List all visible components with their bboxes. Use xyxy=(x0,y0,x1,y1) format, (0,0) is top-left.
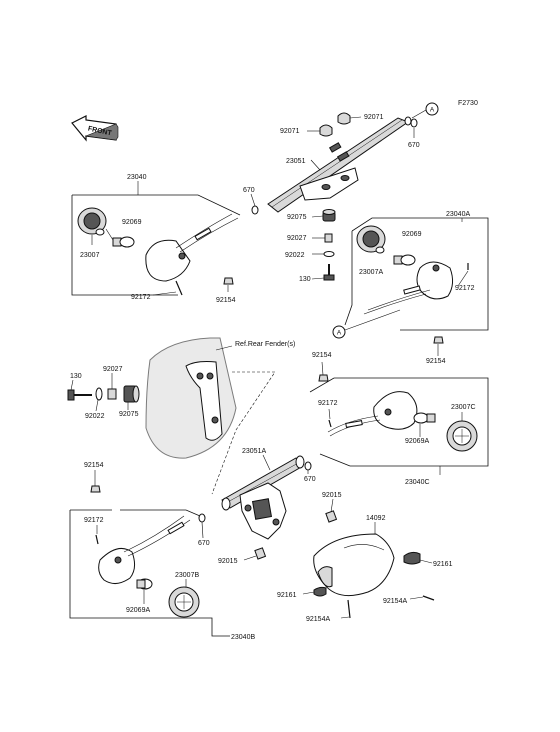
grommet-92161-right xyxy=(403,551,421,565)
label-92015-top: 92015 xyxy=(322,492,342,499)
screw-92154a-right xyxy=(422,595,435,601)
label-92027-mid: 92027 xyxy=(103,366,123,373)
label-92154-left: 92154 xyxy=(216,297,236,304)
front-arrow-icon: FRONT xyxy=(71,115,119,142)
housing-23040a xyxy=(363,261,454,315)
label-92069-a: 92069 xyxy=(402,231,422,238)
label-14092: 14092 xyxy=(366,515,386,522)
label-23051A: 23051A xyxy=(242,448,266,455)
svg-text:A: A xyxy=(337,330,342,337)
label-92069: 92069 xyxy=(122,219,142,226)
label-670-low: 670 xyxy=(198,540,210,547)
reference-note: Ref.Rear Fender(s) xyxy=(235,341,295,348)
grommet-92161-low xyxy=(313,586,327,597)
collar-92027-top xyxy=(324,233,333,243)
bulb-92069 xyxy=(112,236,135,248)
label-670-left: 670 xyxy=(243,187,255,194)
svg-text:A: A xyxy=(430,107,435,114)
bolt-130-top xyxy=(323,264,335,281)
cover-14092 xyxy=(313,533,395,597)
label-92154-low: 92154 xyxy=(84,462,104,469)
label-130-mid: 130 xyxy=(70,373,82,380)
collar-92027-mid xyxy=(107,388,117,400)
group-box-23040B xyxy=(69,510,230,637)
collar-670-top xyxy=(410,118,418,128)
ref-marker-a-mid: A xyxy=(332,325,346,339)
label-23007A: 23007A xyxy=(359,269,383,276)
screw-92172-c xyxy=(328,419,332,428)
label-92154-mid: 92154 xyxy=(312,352,332,359)
damper-92075-top xyxy=(322,209,336,222)
collar-670-left xyxy=(251,205,259,215)
label-92172-c: 92172 xyxy=(318,400,338,407)
label-23040A: 23040A xyxy=(446,211,470,218)
label-92172-b: 92172 xyxy=(84,517,104,524)
label-92154A-right: 92154A xyxy=(383,598,407,605)
label-92027-top: 92027 xyxy=(287,235,307,242)
group-box-23040C xyxy=(334,377,489,467)
label-92161-right: 92161 xyxy=(433,561,453,568)
screw-92172-left xyxy=(175,280,183,296)
label-92022-mid: 92022 xyxy=(85,413,105,420)
collar-92015-top xyxy=(325,510,338,523)
housing-23040b xyxy=(98,515,191,584)
group-box-23040 xyxy=(71,195,178,296)
nut-92154-a xyxy=(433,336,444,344)
collar-670-low xyxy=(198,513,206,523)
collar-670-mid xyxy=(304,461,312,471)
label-23040C: 23040C xyxy=(405,479,430,486)
label-23040B: 23040B xyxy=(231,634,255,641)
label-670-mid: 670 xyxy=(304,476,316,483)
label-23007C: 23007C xyxy=(451,404,476,411)
lens-23007c xyxy=(446,420,478,452)
label-92172-left: 92172 xyxy=(131,294,151,301)
bulb-92069a-c xyxy=(413,412,436,424)
damper-92075-mid xyxy=(123,385,140,403)
label-23051: 23051 xyxy=(286,158,306,165)
bulb-92069-a xyxy=(393,254,416,266)
label-92071-right: 92071 xyxy=(364,114,384,121)
grommet-92071-right xyxy=(337,112,351,125)
ref-marker-a-top: A xyxy=(425,102,439,116)
group-box-23040A xyxy=(351,217,489,331)
housing-23040c xyxy=(327,391,418,437)
label-92075-top: 92075 xyxy=(287,214,307,221)
label-92069A-c: 92069A xyxy=(405,438,429,445)
label-92022-top: 92022 xyxy=(285,252,305,259)
label-23007: 23007 xyxy=(80,252,100,259)
bracket-23051a xyxy=(221,455,305,540)
lens-23007 xyxy=(77,207,107,236)
bulb-92069a-b xyxy=(136,578,153,590)
label-92075-mid: 92075 xyxy=(119,411,139,418)
screw-92172-b xyxy=(95,534,99,545)
nut-92154-left xyxy=(223,277,234,285)
label-92172-a: 92172 xyxy=(455,285,475,292)
label-92154-a: 92154 xyxy=(426,358,446,365)
rear-fender-ref xyxy=(145,337,276,495)
washer-92022-top xyxy=(323,251,335,257)
label-92154A-low: 92154A xyxy=(306,616,330,623)
lens-23007a xyxy=(356,225,386,254)
diagram-code: F2730 xyxy=(458,100,478,107)
lens-23007b xyxy=(168,586,200,618)
nut-92154-low xyxy=(90,485,101,493)
label-92071-left: 92071 xyxy=(280,128,300,135)
label-92161-low: 92161 xyxy=(277,592,297,599)
label-92069A-b: 92069A xyxy=(126,607,150,614)
bolt-130-mid xyxy=(67,389,92,401)
label-23007B: 23007B xyxy=(175,572,199,579)
label-670-top: 670 xyxy=(408,142,420,149)
housing-23040 xyxy=(145,213,239,282)
label-23040: 23040 xyxy=(127,174,147,181)
grommet-92071-left xyxy=(319,124,333,137)
collar-92015-low xyxy=(254,547,267,560)
nut-92154-mid xyxy=(318,374,329,382)
label-92015-low: 92015 xyxy=(218,558,238,565)
washer-92022-mid xyxy=(95,387,103,401)
label-130-top: 130 xyxy=(299,276,311,283)
screw-92154a-low xyxy=(347,599,351,619)
bracket-23051 xyxy=(267,116,412,213)
